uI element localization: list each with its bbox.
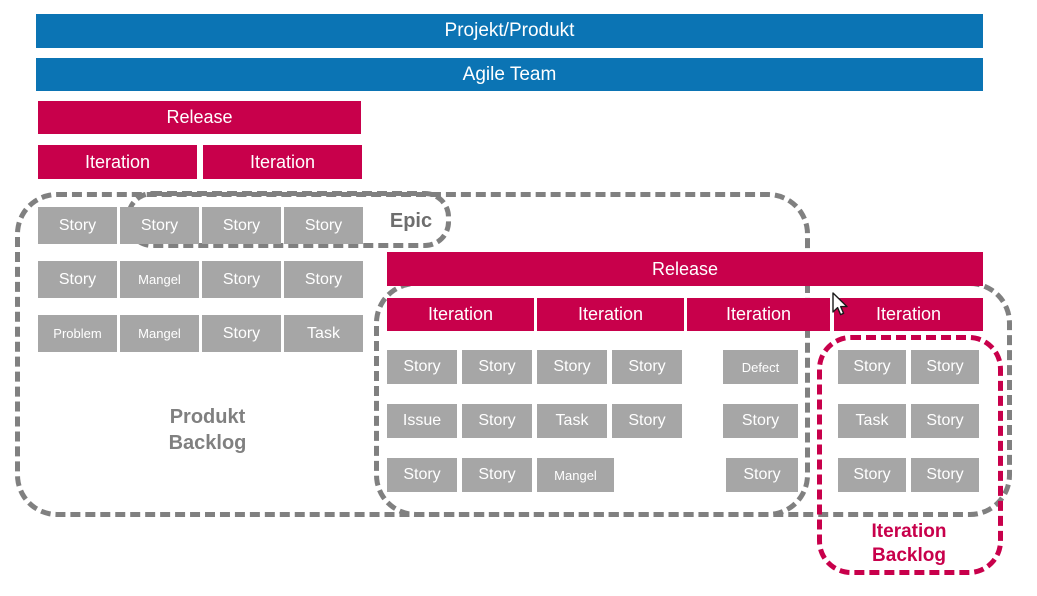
left-card-r2c2: Mangel xyxy=(120,261,199,298)
right-release-label: Release xyxy=(651,258,719,279)
right-card-r2c1: Issue xyxy=(387,404,457,438)
left-card-r1c3: Story xyxy=(202,207,281,244)
left-iteration-1-label: Iteration xyxy=(84,151,151,172)
left-card-r2c4: Story xyxy=(284,261,363,298)
right-iteration-3-label: Iteration xyxy=(725,304,792,324)
epic-label: Epic xyxy=(389,210,433,232)
bar-agile-team: Agile Team xyxy=(36,58,983,91)
left-iteration-2: Iteration xyxy=(203,145,362,179)
iteration-backlog-r2c1: Task xyxy=(838,404,906,438)
right-card-r1c2: Story xyxy=(462,350,532,384)
iteration3-card-3: Story xyxy=(726,458,798,492)
produkt-backlog-label: Produkt Backlog xyxy=(168,406,247,454)
bar-projekt-produkt-label: Projekt/Produkt xyxy=(444,20,575,41)
right-card-r2c4: Story xyxy=(612,404,682,438)
right-iteration-2: Iteration xyxy=(537,298,684,331)
right-card-r3c2: Story xyxy=(462,458,532,492)
left-iteration-2-label: Iteration xyxy=(249,151,316,172)
right-iteration-3: Iteration xyxy=(687,298,830,331)
bar-projekt-produkt: Projekt/Produkt xyxy=(36,14,983,48)
iteration-backlog-r3c2: Story xyxy=(911,458,979,492)
left-card-r1c2: Story xyxy=(120,207,199,244)
left-card-r3c2: Mangel xyxy=(120,315,199,352)
iteration-backlog-r2c2: Story xyxy=(911,404,979,438)
right-card-r2c3: Task xyxy=(537,404,607,438)
left-card-r2c3: Story xyxy=(202,261,281,298)
left-card-r3c4: Task xyxy=(284,315,363,352)
left-card-r3c1: Problem xyxy=(38,315,117,352)
right-iteration-1: Iteration xyxy=(387,298,534,331)
iteration-backlog-r1c2: Story xyxy=(911,350,979,384)
right-card-r2c2: Story xyxy=(462,404,532,438)
left-iteration-1: Iteration xyxy=(38,145,197,179)
right-card-r3c3: Mangel xyxy=(537,458,614,492)
right-card-r3c1: Story xyxy=(387,458,457,492)
left-card-r1c1: Story xyxy=(38,207,117,244)
right-card-r1c1: Story xyxy=(387,350,457,384)
right-release-bar: Release xyxy=(387,252,983,286)
right-iteration-1-label: Iteration xyxy=(427,304,494,324)
iteration-backlog-r1c1: Story xyxy=(838,350,906,384)
left-release-label: Release xyxy=(166,107,233,127)
bar-agile-team-label: Agile Team xyxy=(462,63,557,85)
left-card-r3c3: Story xyxy=(202,315,281,352)
iteration-backlog-container xyxy=(817,335,1003,575)
iteration3-card-2: Story xyxy=(723,404,798,438)
left-card-r1c4: Story xyxy=(284,207,363,244)
right-iteration-4-label: Iteration xyxy=(875,304,942,324)
iteration-backlog-label: Iteration Backlog xyxy=(871,521,947,567)
right-iteration-2-label: Iteration xyxy=(577,304,644,324)
iteration3-card-1: Defect xyxy=(723,350,798,384)
right-iteration-4: Iteration xyxy=(834,298,983,331)
right-card-r1c3: Story xyxy=(537,350,607,384)
left-card-r2c1: Story xyxy=(38,261,117,298)
right-card-r1c4: Story xyxy=(612,350,682,384)
left-release-bar: Release xyxy=(38,101,361,134)
iteration-backlog-r3c1: Story xyxy=(838,458,906,492)
